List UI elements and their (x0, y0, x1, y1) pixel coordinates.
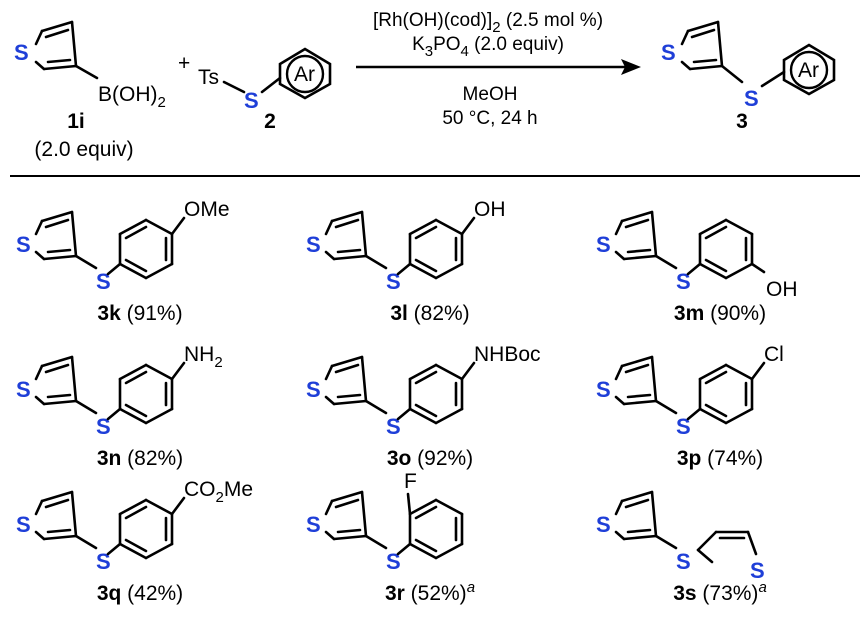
thiophene-sulfur-label: S (16, 512, 31, 537)
product-3p: S S Cl 3p (74%) (596, 343, 784, 470)
product-3l: S S OH 3l (82%) (306, 198, 506, 325)
thiophene-sulfur-label: S (596, 512, 611, 537)
thioether-sulfur-label: S (96, 549, 111, 574)
solvent-text: MeOH (463, 84, 518, 105)
thioether-sulfur-label: S (676, 269, 691, 294)
compound-label: 3l (82%) (390, 302, 469, 325)
thioether-sulfur-label: S (676, 414, 691, 439)
product-thioether-sulfur-label: S (744, 86, 759, 111)
compound-label: 3o (92%) (387, 447, 473, 470)
reaction-arrowhead (621, 59, 641, 75)
tosyl-label: Ts (198, 66, 219, 89)
compound-label: 3k (91%) (97, 302, 182, 325)
thiophene-sulfur-label: S (306, 377, 321, 402)
product-3r: S S F 3r (52%)a (306, 470, 475, 605)
thiophene-sulfur-label: S (16, 232, 31, 257)
thiophene-sulfur-label: S (596, 232, 611, 257)
compound-label: 3s (73%)a (673, 579, 767, 605)
thiophene-sulfur-label: S (306, 232, 321, 257)
substituent-label: CO2Me (184, 478, 253, 506)
base-text: K3PO4 (2.0 equiv) (412, 34, 564, 60)
thioether-sulfur-label: S (386, 549, 401, 574)
thioether-sulfur-label: S (676, 549, 691, 574)
thiophene-sulfur-label: S (306, 512, 321, 537)
product-3n: S S NH2 3n (82%) (16, 343, 223, 470)
reaction-conditions: [Rh(OH)(cod)]2 (2.5 mol %) K3PO4 (2.0 eq… (356, 10, 641, 129)
substituent-label: Cl (764, 343, 784, 366)
product-aryl-ring-label: Ar (798, 59, 819, 82)
thioether-sulfur-label: S (96, 414, 111, 439)
compound-label: 3p (74%) (677, 447, 763, 470)
thiophene-sulfur-label: S (596, 377, 611, 402)
thioether-sulfur-label: S (96, 269, 111, 294)
compound-label: 3q (42%) (97, 582, 183, 605)
thienyl-sulfur-label: S (750, 558, 765, 583)
reactant-2-id: 2 (264, 110, 276, 133)
substituent-label: OH (474, 198, 506, 221)
product-3-id: 3 (736, 110, 748, 133)
substituent-label: F (404, 470, 417, 493)
temperature-time-text: 50 °C, 24 h (442, 108, 537, 129)
thioether-sulfur-label: S (244, 88, 259, 113)
product-3q: S S CO2Me 3q (42%) (16, 478, 253, 605)
substituent-label: NH2 (184, 343, 223, 371)
reactant-1i-equiv: (2.0 equiv) (34, 138, 133, 161)
plus-sign: + (178, 52, 190, 75)
compound-label: 3n (82%) (97, 447, 183, 470)
product-3o: S S NHBoc 3o (92%) (306, 343, 541, 470)
reactant-1i: S B(OH)2 1i (2.0 equiv) (14, 20, 166, 161)
thiophene-sulfur-label: S (14, 40, 29, 65)
substituent-label: OMe (184, 198, 230, 221)
product-thiophene-sulfur-label: S (661, 40, 676, 65)
thioether-sulfur-label: S (386, 414, 401, 439)
catalyst-text: [Rh(OH)(cod)]2 (2.5 mol %) (373, 10, 603, 36)
substituent-label: OH (766, 278, 798, 301)
thiophene-sulfur-label: S (16, 377, 31, 402)
reactant-1i-id: 1i (67, 110, 85, 133)
product-3k: S S OMe 3k (91%) (16, 198, 230, 325)
reactant-2: Ts S Ar 2 (198, 47, 332, 133)
compound-label: 3r (52%)a (385, 579, 475, 605)
substituent-label: NHBoc (474, 343, 541, 366)
boronic-acid-label: B(OH)2 (98, 83, 166, 111)
product-3: S S Ar 3 (661, 20, 836, 133)
compound-label: 3m (90%) (674, 302, 766, 325)
thioether-sulfur-label: S (386, 269, 401, 294)
aryl-ring-label: Ar (294, 63, 315, 86)
